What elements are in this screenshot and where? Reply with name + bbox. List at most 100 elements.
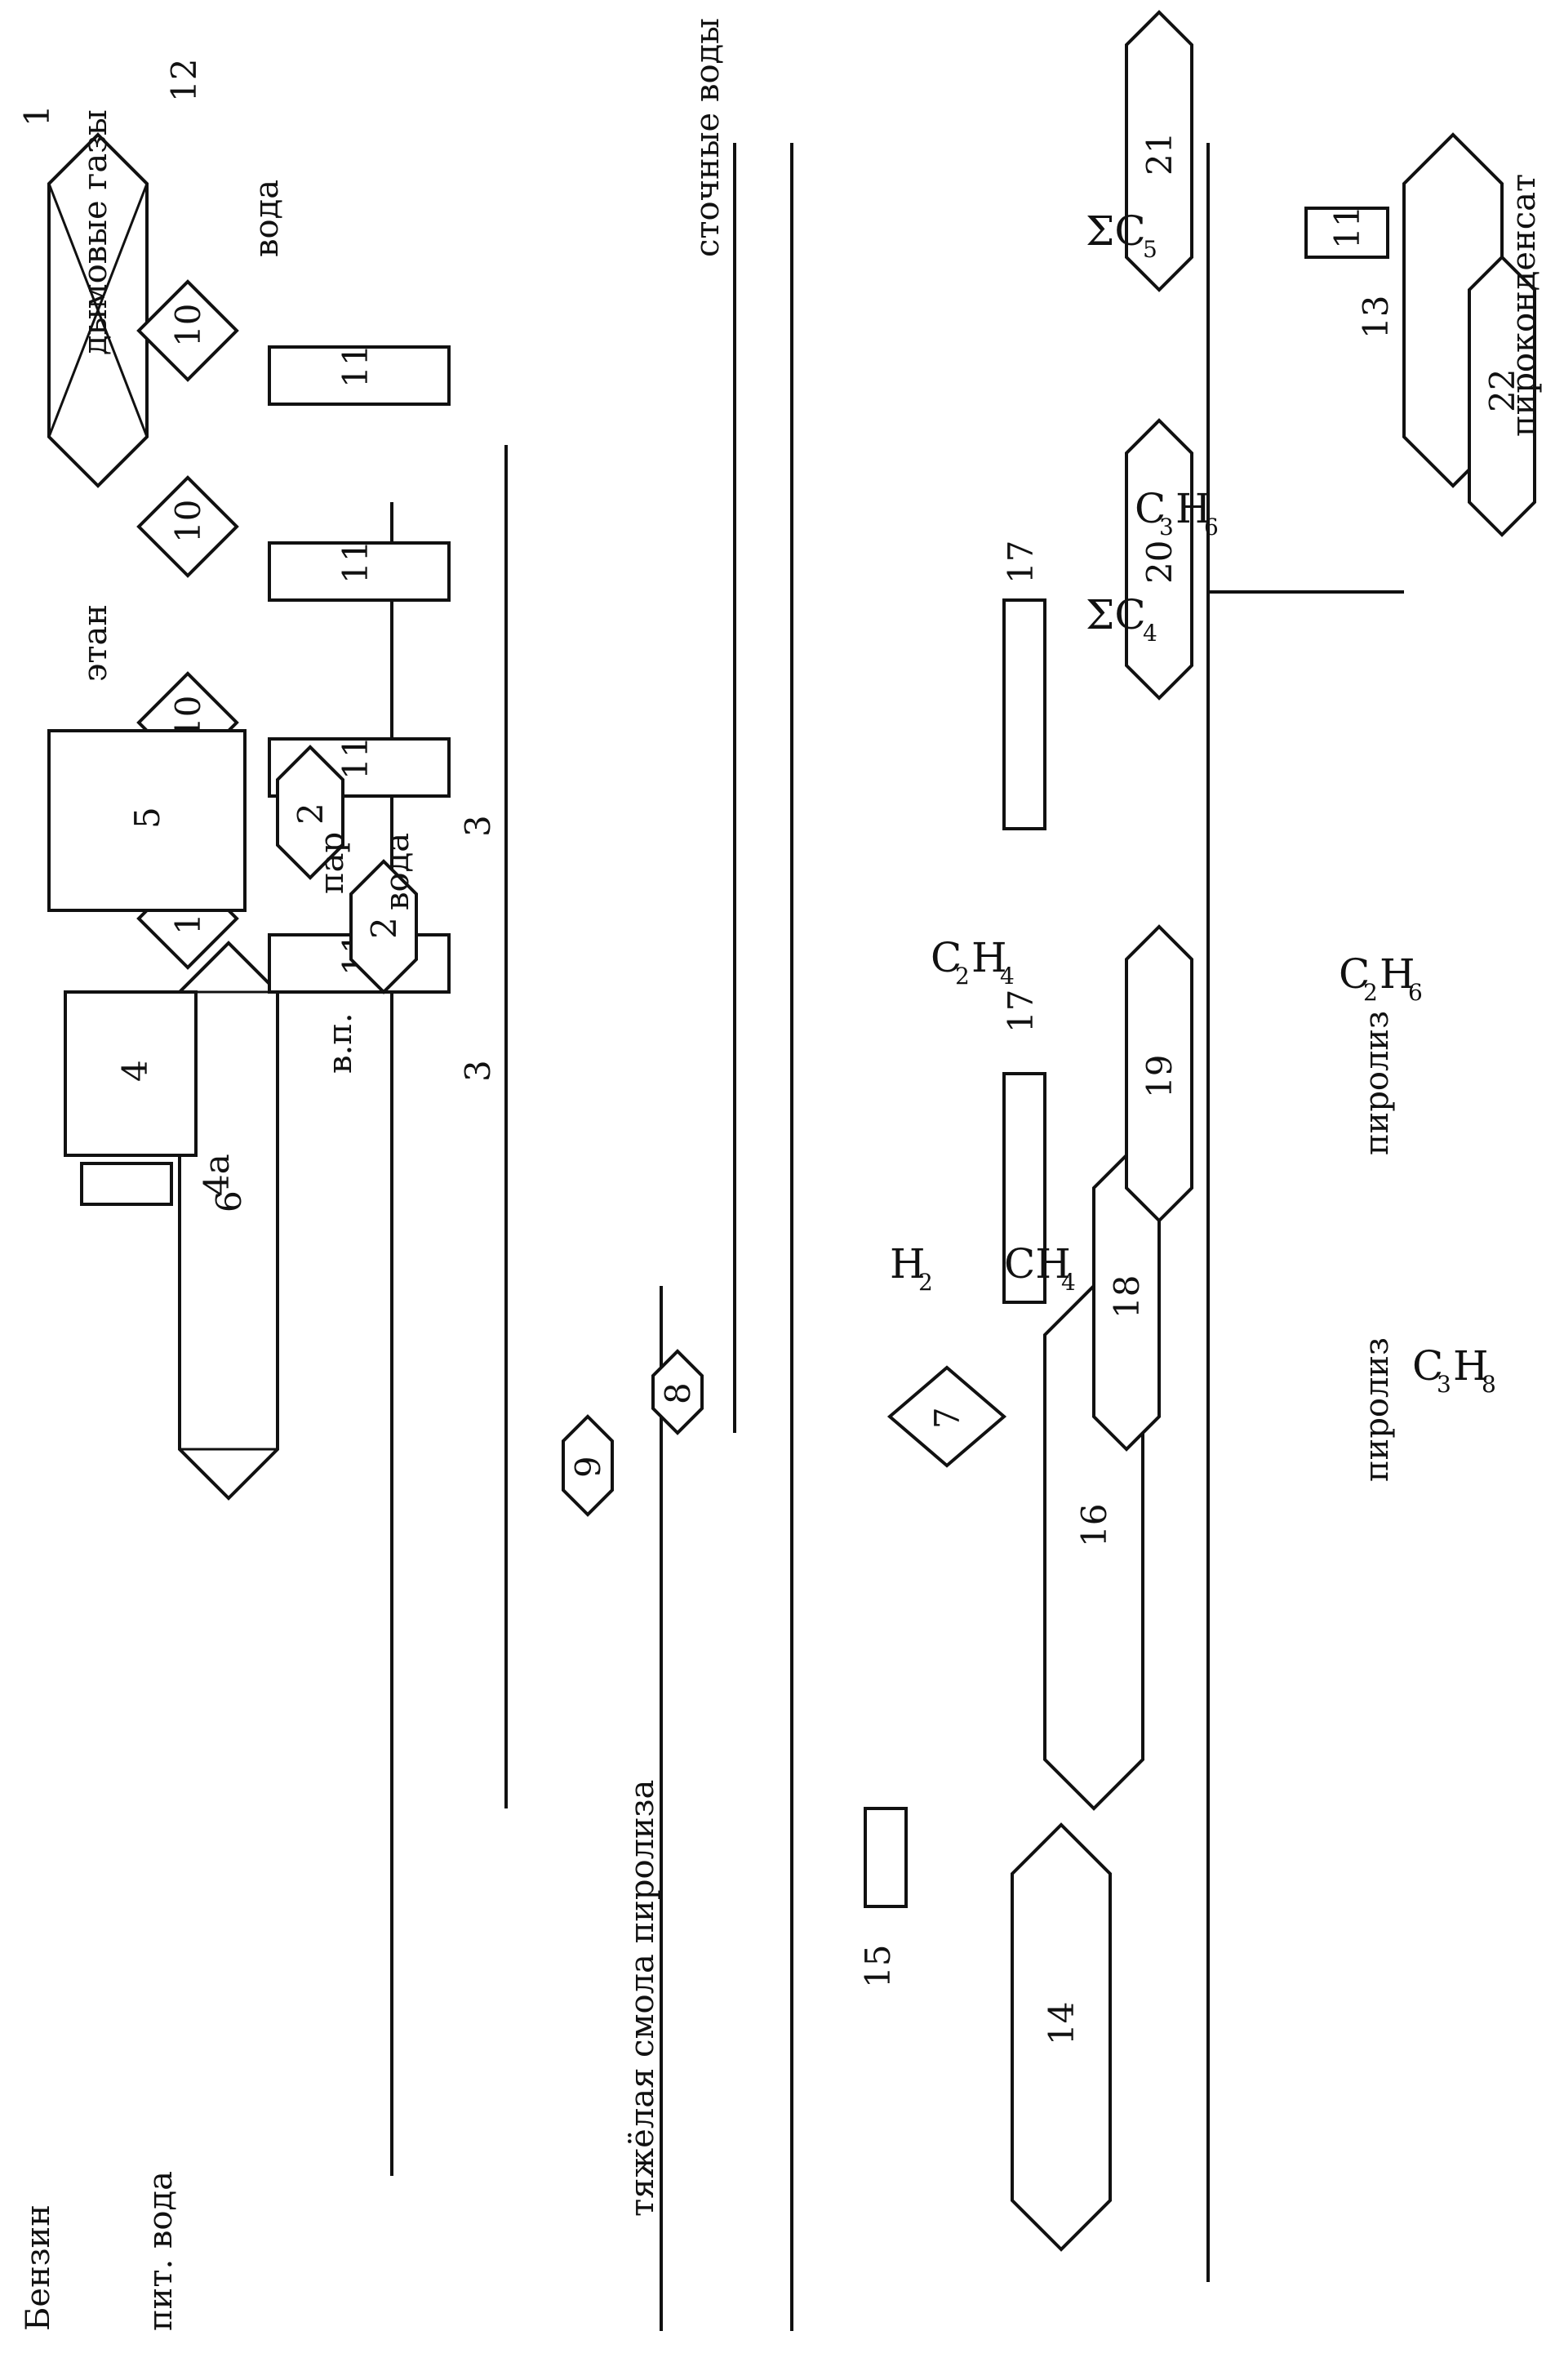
label-water-2: вода: [248, 180, 286, 257]
svg-text:2: 2: [364, 917, 404, 939]
separator-7: 7: [886, 1365, 1007, 1468]
svg-text:20: 20: [1140, 541, 1180, 584]
svg-text:18: 18: [1107, 1275, 1147, 1319]
formula-propylene: C 3 H 6: [1135, 485, 1219, 541]
vessel-9: 9: [562, 1414, 614, 1517]
column-21: 21: [1125, 10, 1193, 292]
column-12: 12: [47, 59, 204, 488]
svg-text:11: 11: [335, 345, 375, 388]
svg-text:3: 3: [458, 815, 498, 837]
drum-2-a: 2: [276, 745, 344, 880]
svg-text:8: 8: [658, 1382, 698, 1404]
formula-c5-sum: ΣC 5: [1086, 207, 1157, 263]
column-22: 22: [1468, 255, 1536, 537]
svg-text:17: 17: [1001, 990, 1041, 1033]
svg-text:ΣC: ΣC: [1086, 207, 1146, 255]
label-pyrolysis-1: пиролиз: [1358, 1337, 1396, 1482]
formula-methane: CH 4: [1004, 1240, 1076, 1296]
svg-text:11: 11: [335, 736, 375, 780]
compressor-11-3: 11: [268, 541, 451, 602]
label-heavy-tar: тяжёлая смола пиролиза: [624, 1780, 661, 2217]
svg-text:2: 2: [918, 1269, 933, 1296]
label-feed-water: пит. вода: [142, 2171, 180, 2331]
svg-text:7: 7: [927, 1407, 967, 1429]
svg-text:17: 17: [1001, 541, 1041, 584]
label-pyrolysis-2: пиролиз: [1358, 1011, 1396, 1155]
separator-10-c: 10: [136, 475, 239, 578]
formula-ethane-product: C 2 H 6: [1339, 950, 1423, 1006]
drum-2-b: 2: [349, 859, 418, 994]
svg-text:8: 8: [1482, 1371, 1496, 1398]
svg-text:2: 2: [955, 963, 970, 990]
exchanger-3-a: 3: [458, 815, 498, 837]
svg-text:C: C: [1339, 950, 1370, 998]
heater-1: 1: [17, 105, 57, 127]
svg-text:4: 4: [1061, 1269, 1076, 1296]
svg-text:CH: CH: [1004, 1240, 1071, 1288]
label-waste-water: сточные воды: [689, 18, 726, 257]
reactor-17-b: 17: [1001, 541, 1046, 830]
column-14: 14: [1011, 1822, 1112, 2252]
svg-text:3: 3: [458, 1060, 498, 1082]
svg-text:16: 16: [1074, 1504, 1114, 1547]
svg-text:4а: 4а: [197, 1154, 237, 1196]
formula-propane: C 3 H 8: [1412, 1342, 1496, 1398]
svg-text:4: 4: [1000, 963, 1015, 990]
svg-text:13: 13: [1356, 296, 1396, 339]
reactor-17-a: 17: [1001, 990, 1046, 1304]
svg-text:6: 6: [1408, 979, 1423, 1006]
formula-ethylene: C 2 H 4: [931, 934, 1015, 990]
label-steam: пар: [313, 832, 351, 894]
svg-text:11: 11: [335, 541, 375, 584]
label-6: 6: [209, 1190, 249, 1212]
svg-text:1: 1: [17, 105, 57, 127]
svg-text:H: H: [971, 934, 1007, 981]
svg-text:15: 15: [858, 1945, 898, 1988]
svg-text:2: 2: [1363, 979, 1378, 1006]
svg-text:3: 3: [1159, 514, 1174, 541]
svg-text:10: 10: [168, 304, 208, 347]
exchanger-3-b: 3: [458, 1060, 498, 1082]
label-12: 12: [164, 59, 204, 102]
furnace-4: 4: [64, 990, 198, 1157]
boiler-5: 5: [47, 729, 247, 912]
compressor-11-4: 11: [268, 345, 451, 406]
formula-hydrogen: H 2: [890, 1240, 933, 1296]
svg-text:11: 11: [1327, 206, 1367, 249]
svg-text:ΣC: ΣC: [1086, 591, 1146, 638]
label-13-group: 13: [1356, 296, 1396, 339]
svg-text:10: 10: [168, 500, 208, 543]
coil-4a: 4а: [80, 1154, 237, 1206]
svg-text:H: H: [890, 1240, 926, 1288]
svg-text:5: 5: [127, 807, 167, 829]
svg-text:4: 4: [115, 1060, 155, 1082]
vessel-15: 15: [858, 1807, 908, 1988]
svg-text:22: 22: [1482, 369, 1522, 412]
svg-text:H: H: [1175, 485, 1211, 532]
label-benzine: Бензин: [20, 2204, 57, 2331]
svg-text:5: 5: [1143, 236, 1157, 263]
svg-text:4: 4: [1143, 620, 1157, 647]
column-6: 6: [178, 941, 279, 1501]
svg-text:6: 6: [1204, 514, 1219, 541]
svg-text:C: C: [1412, 1342, 1443, 1390]
svg-text:C: C: [1135, 485, 1166, 532]
svg-text:9: 9: [568, 1456, 608, 1478]
svg-text:2: 2: [291, 803, 331, 825]
svg-text:3: 3: [1437, 1371, 1451, 1398]
label-smoke-gases: дымовые газы: [77, 109, 114, 355]
svg-text:H: H: [1453, 1342, 1489, 1390]
separator-10-d: 10: [136, 279, 239, 382]
column-19: 19: [1125, 924, 1193, 1223]
svg-text:21: 21: [1140, 132, 1180, 176]
svg-text:19: 19: [1140, 1055, 1180, 1098]
label-hp-steam: в.п.: [322, 1012, 359, 1074]
label-pyrocondensate: пироконденсат: [1505, 174, 1543, 437]
svg-text:H: H: [1380, 950, 1415, 998]
label-ethane: этан: [77, 604, 114, 682]
vessel-8: 8: [651, 1349, 704, 1435]
column-20: 20: [1125, 418, 1193, 701]
compressor-11-5: 11: [1304, 206, 1389, 259]
svg-text:C: C: [931, 934, 962, 981]
